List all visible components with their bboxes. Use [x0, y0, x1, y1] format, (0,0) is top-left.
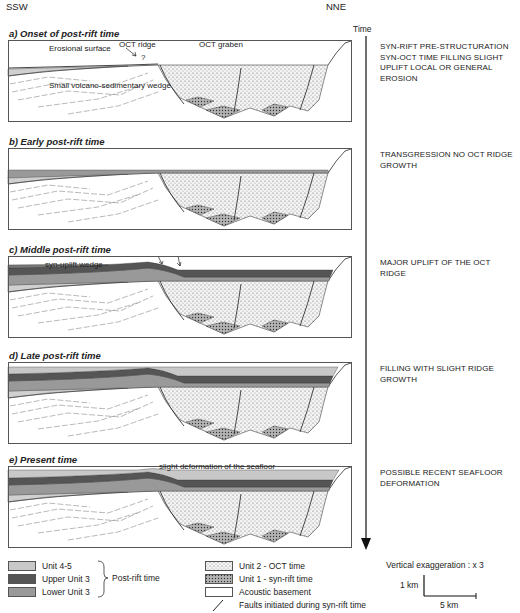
orientation-label: SSW — [6, 2, 28, 12]
panel-heading: b) Early post-rift time — [9, 136, 105, 147]
pattern-sample — [206, 562, 233, 571]
legend-text: Upper Unit 3 — [42, 574, 90, 585]
section-annotation: OCT ridge — [119, 40, 156, 50]
section-panel: c) Middle post-rift timesyn-uplift wedge — [8, 256, 352, 338]
scale-label: 1 km — [400, 580, 418, 590]
stage-description: FILLING WITH SLIGHT RIDGE GROWTH — [380, 364, 516, 385]
stage-description: SYN-RIFT PRE-STRUCTURATION SYN-OCT TIME … — [380, 42, 516, 84]
section — [8, 41, 351, 118]
section — [8, 467, 351, 544]
pattern-sample — [206, 575, 233, 584]
section-annotation: Erosional surface — [49, 44, 111, 54]
legend-text: Unit 2 - OCT time — [239, 561, 305, 572]
section-annotation: Small volcano-sedimentary wedge — [49, 81, 171, 91]
section-panel: a) Onset of post-rift timeErosional surf… — [8, 40, 352, 122]
panel-heading: a) Onset of post-rift time — [9, 28, 119, 39]
stage-description: POSSIBLE RECENT SEAFLOOR DEFORMATION — [380, 468, 516, 489]
legend-brace — [98, 561, 108, 597]
panel-heading: d) Late post-rift time — [9, 350, 101, 361]
pointer-arrow — [158, 256, 181, 266]
legend-sample — [205, 574, 233, 585]
scale-bar-horizontal — [424, 595, 476, 596]
axis-label: Time — [353, 24, 372, 34]
unit-4-5 — [8, 367, 338, 376]
time-arrow — [365, 36, 366, 540]
legend-sample — [205, 600, 233, 611]
panel-e — [8, 467, 351, 544]
legend-text: Faults initiated during syn-rift time — [239, 600, 366, 611]
section-panel: d) Late post-rift time — [8, 362, 352, 444]
lower-unit-3 — [8, 170, 329, 178]
bracket-label: Post-rift time — [112, 573, 160, 583]
pointer-arrow — [126, 48, 136, 56]
legend-text: Unit 4-5 — [42, 561, 72, 572]
erosional-surface — [8, 64, 158, 68]
section — [8, 257, 351, 334]
legend-swatch — [8, 561, 36, 571]
panel-b — [8, 149, 351, 226]
orientation-label: NNE — [326, 2, 346, 12]
stage-description: MAJOR UPLIFT OF THE OCT RIDGE — [380, 258, 516, 279]
panel-heading: e) Present time — [9, 454, 77, 465]
stage-description: TRANSGRESSION NO OCT RIDGE GROWTH — [380, 150, 516, 171]
scale-bar-tick — [476, 593, 477, 599]
scale-note: Vertical exaggeration : x 3 — [386, 560, 484, 570]
section-annotation: OCT graben — [199, 40, 243, 50]
section — [8, 363, 351, 440]
fault-sample — [213, 600, 223, 611]
legend-swatch — [205, 587, 233, 597]
scale-label: 5 km — [440, 600, 458, 610]
section — [8, 149, 351, 226]
legend-swatch — [8, 587, 36, 597]
legend-swatch — [8, 574, 36, 584]
section-annotation: ? — [141, 53, 145, 63]
panel-c — [8, 256, 351, 334]
section-panel: e) Present timeslight deformation of the… — [8, 466, 352, 548]
panel-a — [8, 41, 351, 118]
section-panel: b) Early post-rift time — [8, 148, 352, 230]
scale-bar-vertical — [423, 575, 424, 596]
legend-sample — [205, 561, 233, 572]
legend-text: Lower Unit 3 — [42, 587, 90, 598]
section-annotation: syn-uplift wedge — [45, 260, 103, 270]
panel-d — [8, 363, 351, 440]
panel-heading: c) Middle post-rift time — [9, 244, 111, 255]
legend-text: Unit 1 - syn-rift time — [239, 574, 313, 585]
section-annotation: slight deformation of the seafloor — [159, 462, 275, 472]
legend-text: Acoustic basement — [239, 587, 311, 598]
time-arrow-head — [361, 538, 371, 550]
